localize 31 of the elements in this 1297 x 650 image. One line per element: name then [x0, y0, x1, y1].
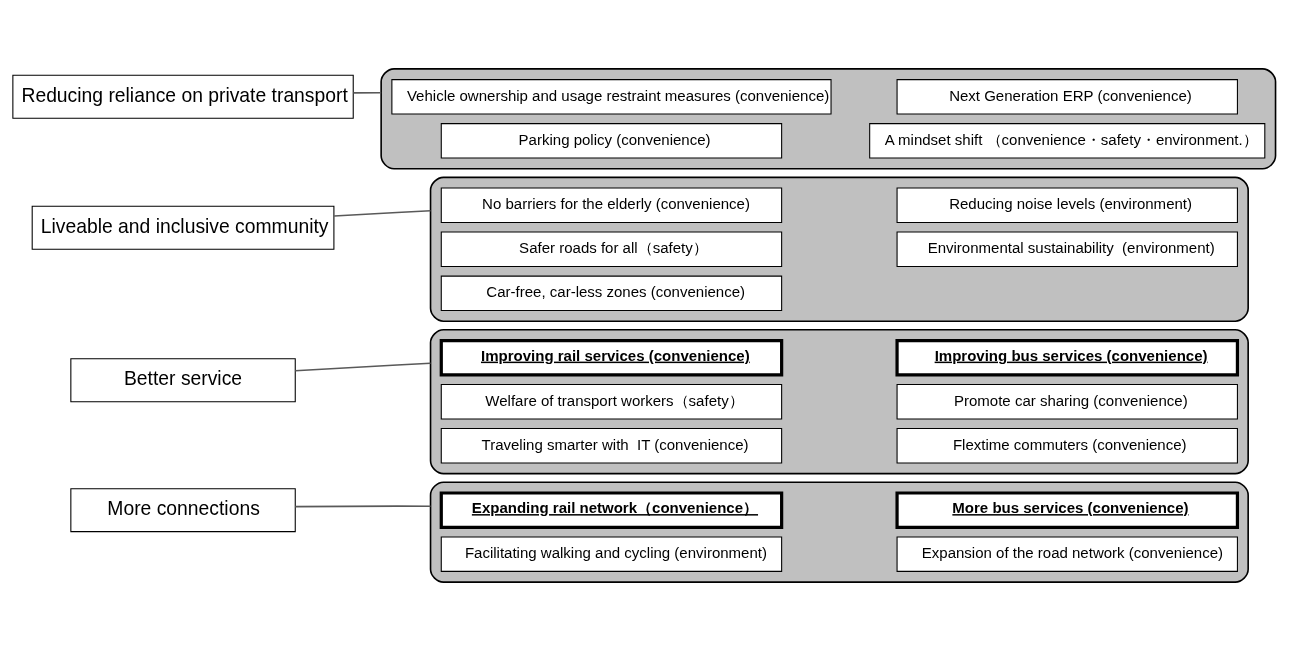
node-box: Parking policy (convenience)	[440, 122, 783, 159]
node-box: Car-free, car-less zones (convenience)	[440, 275, 783, 311]
node-box: Reducing reliance on private transport	[12, 74, 354, 119]
node-box: Improving bus services (convenience)	[895, 338, 1240, 376]
node-box: Facilitating walking and cycling (environment)	[440, 536, 783, 572]
node-box: A mindset shift （convenience・safety・environment.）	[869, 122, 1266, 159]
node-box: Better service	[70, 357, 296, 402]
node-box: Liveable and inclusive community	[31, 205, 335, 250]
node-box: Promote car sharing (convenience)	[896, 383, 1238, 419]
node-box: Expansion of the road network (convenience)	[896, 536, 1238, 572]
node-box: Welfare of transport workers（safety）	[440, 383, 783, 419]
node-box: Expanding rail network（convenience）	[439, 490, 784, 529]
connector	[352, 91, 382, 94]
connector	[294, 504, 432, 507]
node-box: Improving rail services (convenience)	[439, 338, 784, 376]
node-box: Safer roads for all（safety）	[440, 231, 783, 267]
cluster	[429, 176, 1249, 322]
node-box: No barriers for the elderly (convenience)	[440, 187, 783, 223]
cluster	[429, 480, 1249, 583]
node-box: More bus services (convenience)	[895, 490, 1240, 529]
cluster	[429, 328, 1249, 474]
node-box: Flextime commuters (convenience)	[896, 427, 1238, 463]
node-box: Reducing noise levels (environment)	[896, 187, 1238, 223]
node-box: Traveling smarter with IT (convenience)	[440, 427, 783, 463]
node-box: Next Generation ERP (convenience)	[896, 78, 1238, 114]
connector	[333, 209, 432, 217]
node-box: Vehicle ownership and usage restraint measures (convenience)	[391, 78, 832, 114]
connector	[294, 361, 432, 372]
node-box: More connections	[70, 487, 296, 532]
node-box: Environmental sustainability (environment)	[896, 231, 1238, 267]
cluster	[380, 67, 1277, 170]
